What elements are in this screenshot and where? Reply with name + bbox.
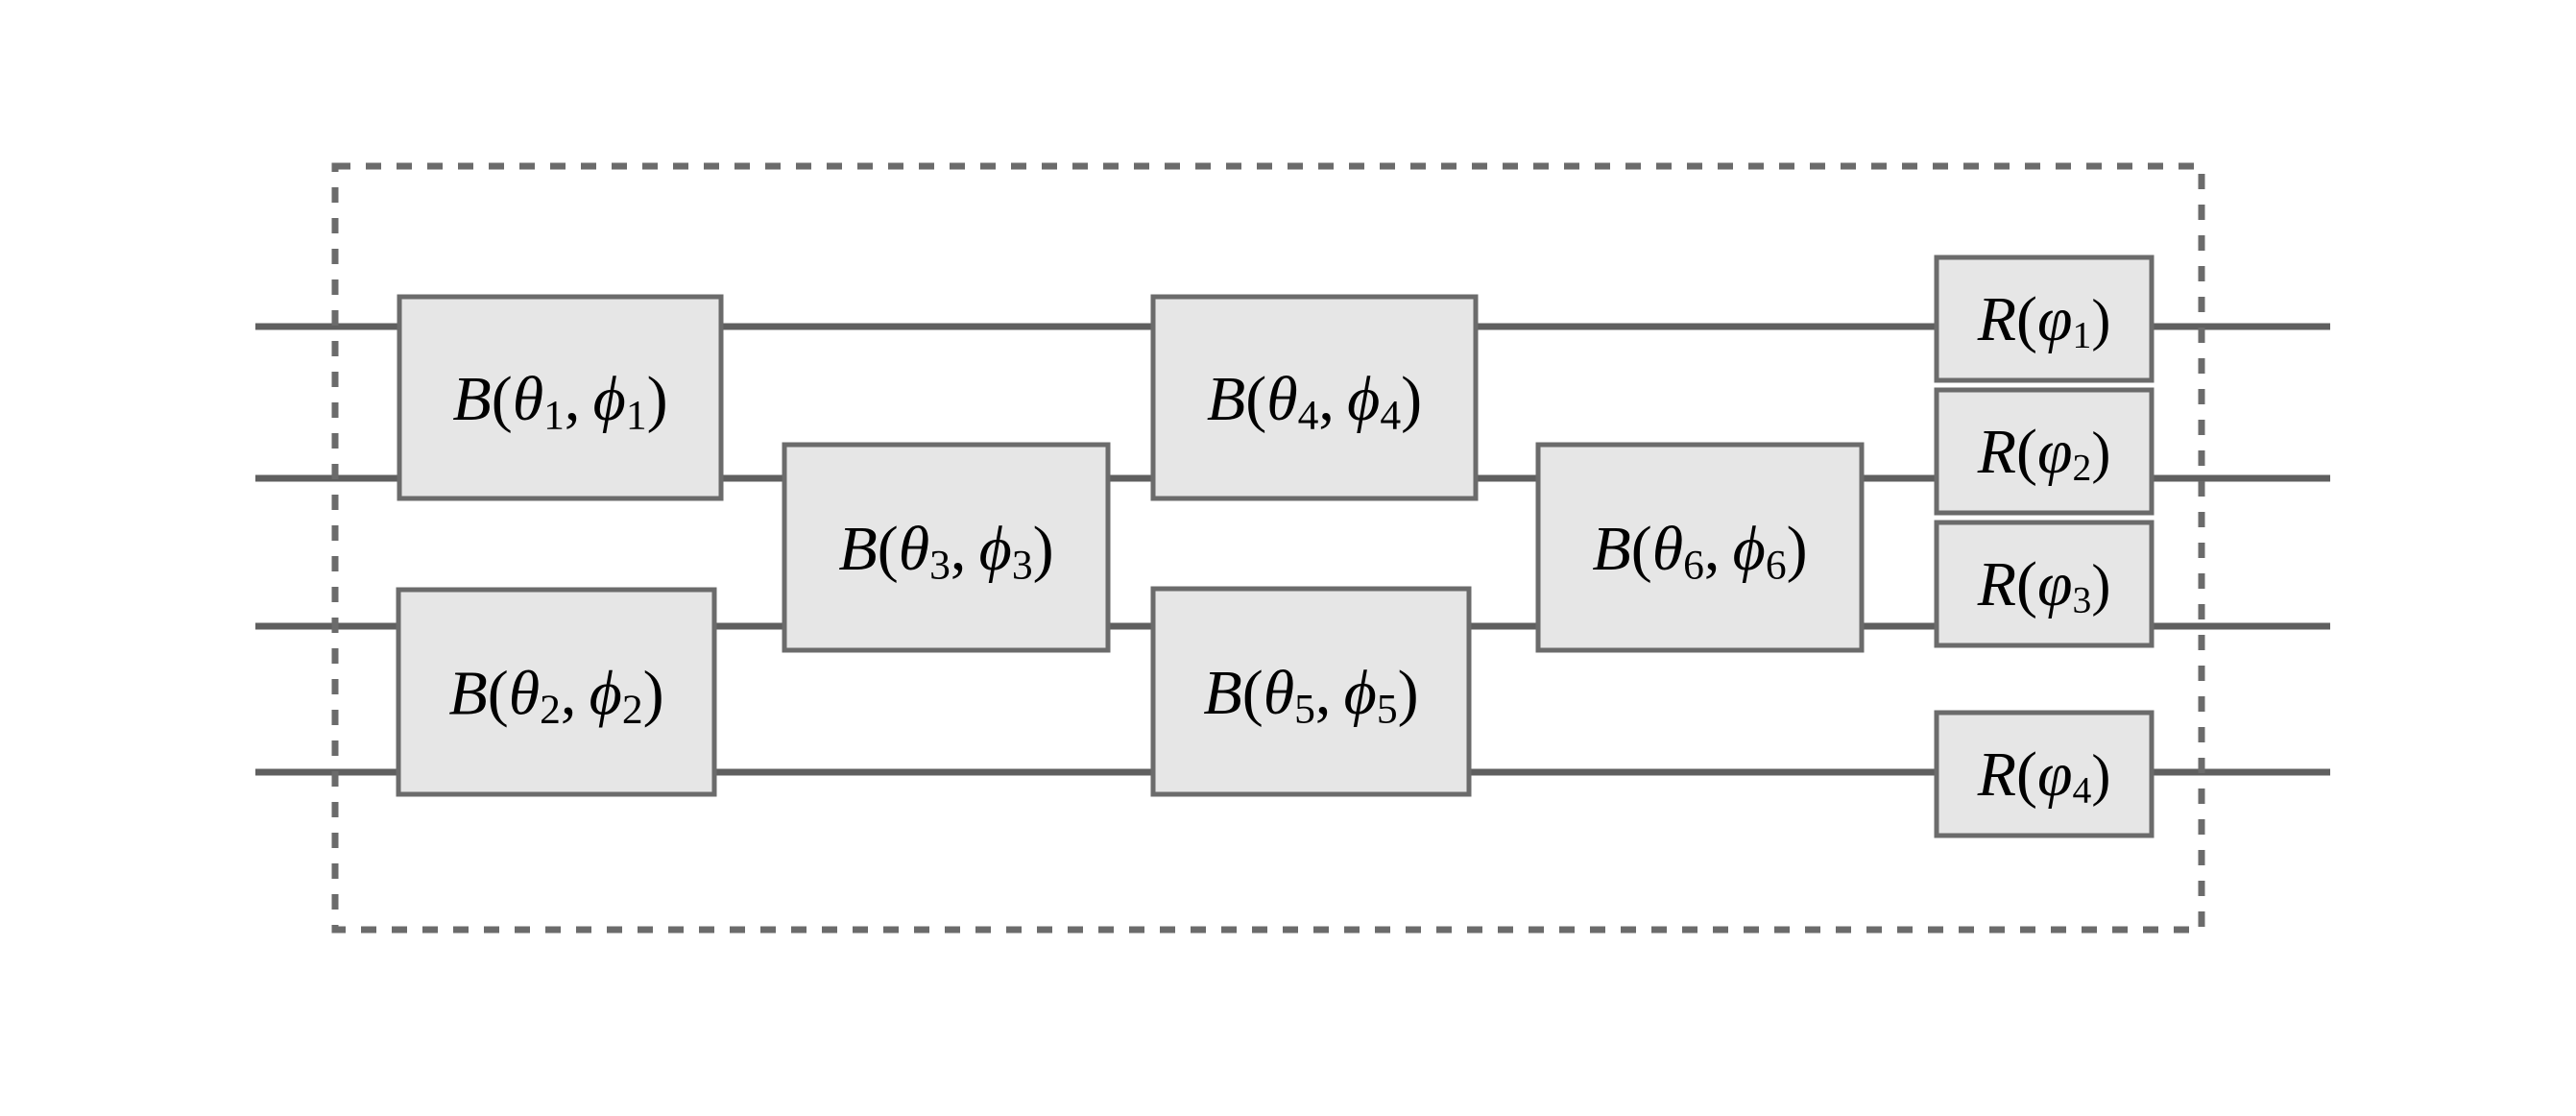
gate-label-b6: B(θ6, ϕ6) (1592, 514, 1807, 588)
gate-label-b4: B(θ4, ϕ4) (1207, 364, 1422, 438)
beamsplitter-gate-b3[interactable]: B(θ3, ϕ3) (782, 442, 1111, 653)
gate-box-r3[interactable] (1934, 520, 2155, 648)
phase-shifter-gate-r1[interactable]: R(φ1) (1934, 255, 2155, 383)
beamsplitter-gate-b1[interactable]: B(θ1, ϕ1) (397, 294, 724, 501)
gate-label-r4: R(φ4) (1977, 740, 2111, 811)
beamsplitter-gate-b2[interactable]: B(θ2, ϕ2) (396, 587, 717, 797)
gate-box-b1[interactable] (397, 294, 724, 501)
gate-box-b5[interactable] (1150, 586, 1472, 797)
phase-shifter-gate-r4[interactable]: R(φ4) (1934, 710, 2155, 838)
beamsplitter-gate-b6[interactable]: B(θ6, ϕ6) (1535, 442, 1865, 653)
phase-shifter-gate-r3[interactable]: R(φ3) (1934, 520, 2155, 648)
beamsplitter-gate-b5[interactable]: B(θ5, ϕ5) (1150, 586, 1472, 797)
gate-label-b3: B(θ3, ϕ3) (838, 514, 1053, 588)
beamsplitter-gate-b4[interactable]: B(θ4, ϕ4) (1150, 294, 1479, 501)
gate-box-b6[interactable] (1535, 442, 1865, 653)
gate-label-b2: B(θ2, ϕ2) (448, 659, 663, 733)
gate-label-b5: B(θ5, ϕ5) (1203, 658, 1418, 732)
gate-box-b4[interactable] (1150, 294, 1479, 501)
gate-label-r1: R(φ1) (1977, 284, 2111, 355)
gate-box-r4[interactable] (1934, 710, 2155, 838)
gate-label-b1: B(θ1, ϕ1) (452, 364, 667, 438)
dashed-region-layer (331, 162, 2205, 934)
gate-box-r1[interactable] (1934, 255, 2155, 383)
gate-label-r3: R(φ3) (1977, 549, 2111, 620)
phase-shifter-gate-r2[interactable]: R(φ2) (1934, 387, 2155, 516)
gate-box-r2[interactable] (1934, 387, 2155, 516)
dashed-interferometer-block (331, 162, 2205, 934)
gate-label-r2: R(φ2) (1977, 417, 2111, 488)
gates-layer: B(θ1, ϕ1) B(θ2, ϕ2) B(θ3, ϕ3) B(θ4, ϕ4) B(θ5… (396, 255, 2155, 838)
gate-box-b2[interactable] (396, 587, 717, 797)
gate-box-b3[interactable] (782, 442, 1111, 653)
